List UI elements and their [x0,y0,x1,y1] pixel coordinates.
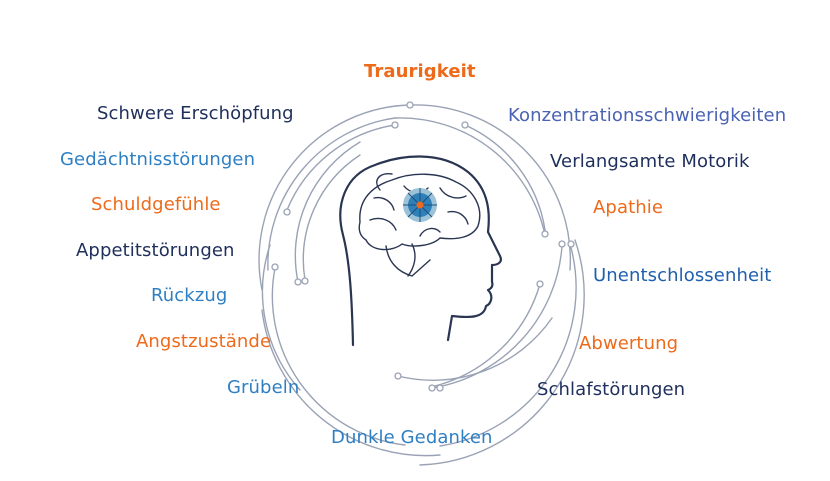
label-right-4: Unentschlossenheit [593,265,772,286]
label-center-traurigkeit: Traurigkeit [364,61,476,82]
brain-focus-icon [403,188,437,222]
label-left-5: Rückzug [151,285,228,306]
label-right-5: Abwertung [579,333,679,354]
brain-icon [358,173,481,277]
label-right-6: Schlafstörungen [537,379,686,400]
label-left-6: Angstzustände [136,331,272,352]
label-left-2: Gedächtnisstörungen [60,149,256,170]
label-right-3: Apathie [593,197,664,218]
ring-endpoints [271,101,575,392]
label-bottom: Dunkle Gedanken [331,427,493,448]
label-left-4: Appetitstörungen [76,240,235,261]
label-left-1: Schwere Erschöpfung [97,103,294,124]
label-right-2: Verlangsamte Motorik [550,151,750,172]
label-right-1: Konzentrationsschwierigkeiten [508,105,787,126]
label-left-7: Grübeln [227,377,300,398]
label-left-3: Schuldgefühle [91,194,221,215]
